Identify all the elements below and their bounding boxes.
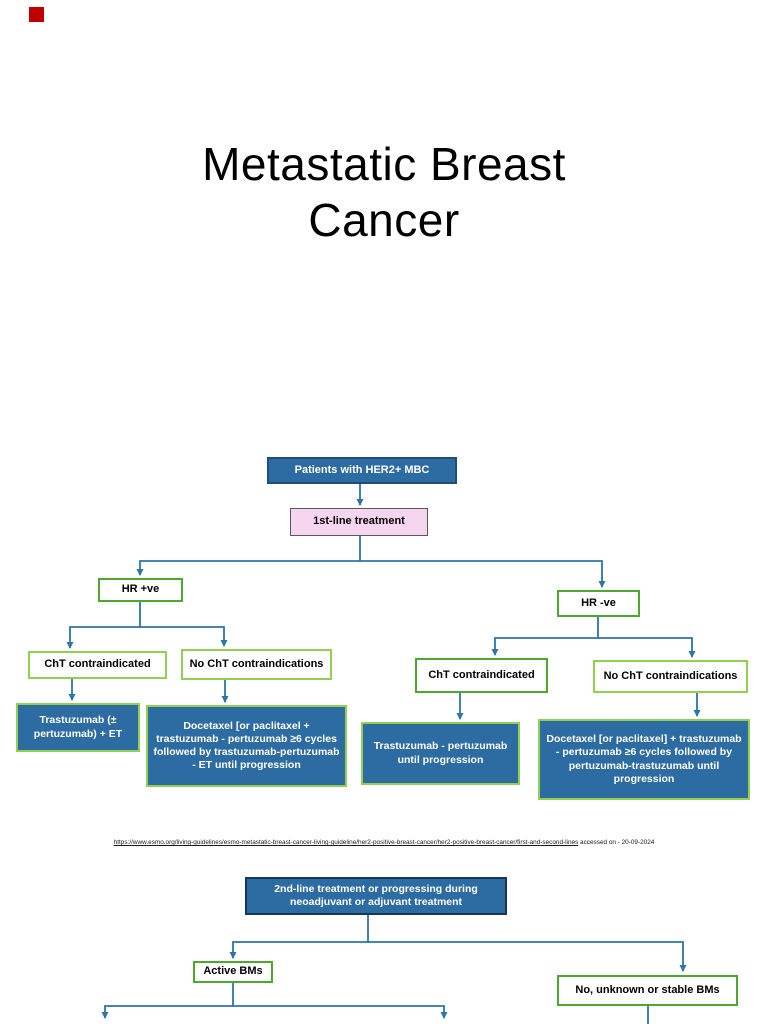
connector-hrpos-to-cht (66, 602, 141, 649)
slide-title-line2: Cancer (308, 194, 460, 246)
node-active-bms: Active BMs (193, 961, 273, 983)
connector-secondline-to-active-bms (229, 915, 369, 959)
slide-title: Metastatic Breast Cancer (0, 136, 768, 248)
citation-accessed-text: accessed on - 20-09-2024 (578, 839, 655, 846)
node-cht-contraindicated-right: ChT contraindicated (415, 658, 548, 693)
node-hr-positive: HR +ve (98, 578, 183, 602)
connector-hrneg-to-nocht (598, 637, 696, 658)
node-trastuzumab-pertuzumab: Trastuzumab - pertuzumab until progressi… (361, 722, 520, 785)
node-stable-bms: No, unknown or stable BMs (557, 975, 738, 1006)
node-second-line-treatment: 2nd-line treatment or progressing during… (245, 877, 507, 915)
connector-firstline-to-hrpos (136, 536, 361, 576)
node-docetaxel-hr-negative: Docetaxel [or paclitaxel] + trastuzumab … (538, 719, 750, 800)
red-marker-square (29, 7, 44, 22)
connector-secondline-to-stable-bms (368, 941, 687, 972)
connector-firstline-to-hrneg (360, 560, 606, 588)
connector-hrneg-to-cht (491, 617, 599, 656)
connector-active-bms-left-branch (101, 983, 234, 1019)
node-trastuzumab-et: Trastuzumab (± pertuzumab) + ET (16, 703, 140, 752)
connector-hrpos-to-nocht (140, 626, 228, 647)
node-first-line-treatment: 1st-line treatment (290, 508, 428, 536)
node-hr-negative: HR -ve (557, 590, 640, 617)
slide-title-line1: Metastatic Breast (202, 138, 566, 190)
citation-line: https://www.esmo.org/living-guidelines/e… (0, 839, 768, 846)
node-no-cht-contraindications-left: No ChT contraindications (181, 649, 332, 680)
citation-link[interactable]: https://www.esmo.org/living-guidelines/e… (113, 839, 579, 846)
node-cht-contraindicated-left: ChT contraindicated (28, 651, 167, 679)
node-patients-her2-mbc: Patients with HER2+ MBC (267, 457, 457, 484)
connector-active-bms-right-branch (233, 1005, 448, 1019)
node-no-cht-contraindications-right: No ChT contraindications (593, 660, 748, 693)
node-docetaxel-hr-positive: Docetaxel [or paclitaxel + trastuzumab -… (146, 705, 347, 787)
